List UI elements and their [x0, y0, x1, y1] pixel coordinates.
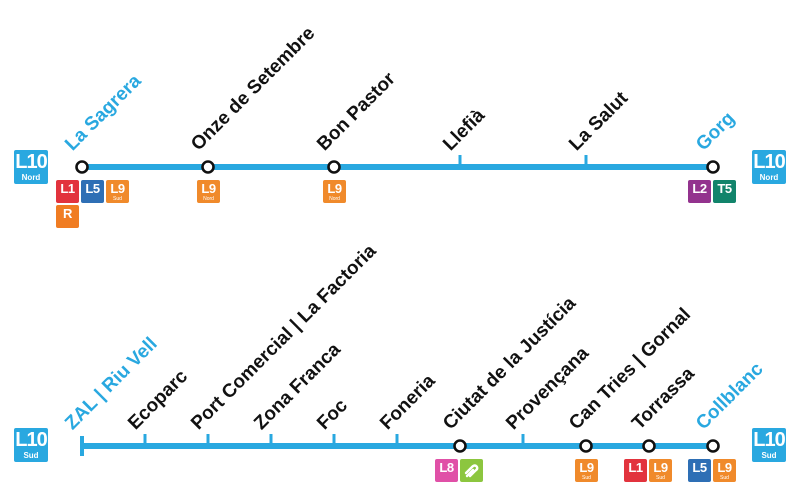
connection-code: L1	[628, 460, 643, 475]
connection-code: L9	[579, 460, 594, 475]
station-label: La Sagrera	[61, 70, 146, 155]
line-code: L10	[753, 429, 785, 451]
connection-code: L9	[327, 181, 342, 196]
station-label: Foc	[313, 395, 352, 434]
station-marker	[642, 439, 656, 453]
line-code: L10	[753, 151, 785, 173]
connection-code: L9	[110, 181, 125, 196]
connection-direction: Nord	[203, 196, 214, 202]
connection-direction: Sud	[720, 475, 729, 481]
connection-code: L5	[692, 460, 707, 475]
station-marker	[453, 439, 467, 453]
station-marker	[201, 160, 215, 174]
station-tick	[332, 434, 336, 446]
fgc-logo-icon	[464, 464, 479, 478]
connection-code: L9	[717, 460, 732, 475]
connection-code: L8	[439, 460, 454, 475]
station-tick	[521, 434, 525, 446]
station-label: Can Tries | Gornal	[565, 304, 696, 434]
connection-code: L1	[60, 181, 75, 196]
line-direction: Nord	[21, 173, 41, 182]
connection-code: L9	[201, 181, 216, 196]
connection-direction: Sud	[656, 475, 665, 481]
line-code: L10	[15, 429, 47, 451]
connection-l5: L5	[81, 180, 104, 203]
station-label: Collblanc	[692, 358, 768, 434]
station-label: Gorg	[692, 108, 740, 155]
station-label: Ecoparc	[124, 366, 193, 434]
station-label: Llefià	[439, 105, 490, 155]
connection-code: T5	[717, 181, 732, 196]
station-marker	[75, 160, 89, 174]
station-tick	[206, 434, 210, 446]
terminus-bar	[80, 436, 84, 456]
connection-l1: L1	[624, 459, 647, 482]
line-direction: Sud	[761, 451, 777, 460]
connection-t5: T5	[713, 180, 736, 203]
connection-fgc	[460, 459, 483, 482]
line-code: L10	[15, 151, 47, 173]
connection-l1: L1	[56, 180, 79, 203]
connection-direction: Nord	[329, 196, 340, 202]
station-tick	[458, 155, 462, 167]
connection-code: L5	[85, 181, 100, 196]
station-tick	[269, 434, 273, 446]
line-direction: Nord	[759, 173, 779, 182]
station-tick	[584, 155, 588, 167]
station-label: Bon Pastor	[313, 68, 400, 155]
connection-code: L9	[653, 460, 668, 475]
station-marker	[327, 160, 341, 174]
station-marker	[579, 439, 593, 453]
connection-r: R	[56, 205, 79, 228]
connection-direction: Sud	[113, 196, 122, 202]
connection-l5: L5	[688, 459, 711, 482]
line-direction: Sud	[23, 451, 39, 460]
connection-l8: L8	[435, 459, 458, 482]
station-label: La Salut	[565, 87, 633, 155]
station-label: Foneria	[376, 370, 440, 434]
connection-code: R	[63, 206, 72, 221]
station-tick	[143, 434, 147, 446]
station-label: Onze de Setembre	[187, 22, 320, 156]
station-marker	[706, 160, 720, 174]
station-marker	[706, 439, 720, 453]
station-tick	[395, 434, 399, 446]
connection-code: L2	[692, 181, 707, 196]
connection-l2: L2	[688, 180, 711, 203]
connection-direction: Sud	[582, 475, 591, 481]
